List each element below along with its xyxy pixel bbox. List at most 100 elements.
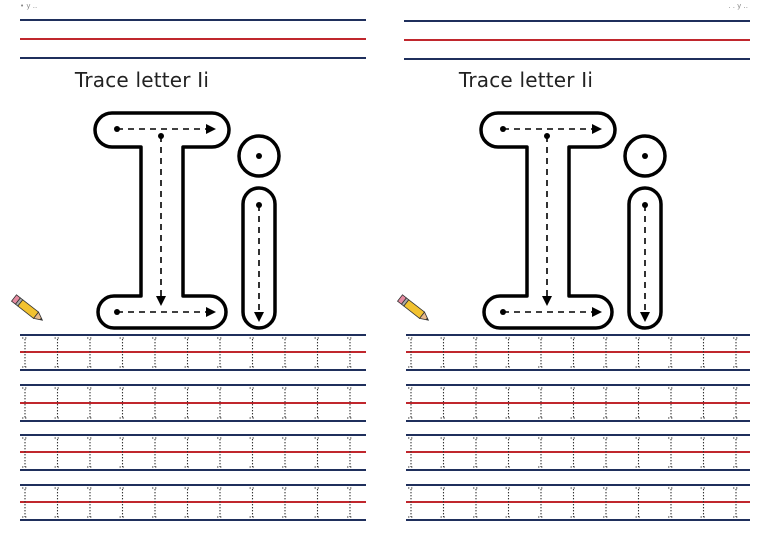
dotted-letter-i: [505, 437, 512, 468]
dotted-letter-i: [184, 437, 191, 468]
dotted-letter-i: [603, 437, 609, 468]
dotted-letter-i: [152, 487, 158, 518]
dotted-letter-i: [635, 487, 642, 518]
dotted-letter-i: [119, 437, 126, 468]
dotted-letter-i: [217, 487, 223, 518]
dotted-letter-i: [217, 337, 223, 368]
dotted-letter-i: [700, 437, 707, 468]
dotted-letter-i: [184, 487, 191, 518]
dotted-letter-i: [733, 387, 739, 419]
dotted-letter-i: [668, 487, 674, 518]
dotted-letter-i: [408, 337, 414, 368]
dotted-letter-i: [119, 387, 126, 419]
dotted-letter-i: [54, 337, 61, 368]
dotted-letter-i: [635, 387, 642, 419]
name-writing-lines: [20, 19, 366, 59]
dotted-letter-i: [473, 487, 479, 518]
worksheet-left: • y ..: [10, 2, 366, 521]
dotted-letter-i: [282, 337, 288, 368]
dotted-letter-i: [668, 437, 674, 468]
dotted-letter-i: [603, 387, 609, 419]
dotted-letter-i: [217, 387, 223, 419]
dotted-letter-i: [733, 487, 739, 518]
dotted-letter-guides: [22, 337, 353, 518]
dotted-letter-i: [440, 337, 447, 368]
dotted-letter-i: [347, 337, 353, 368]
dotted-letter-i: [22, 487, 28, 518]
dotted-letter-i: [22, 437, 28, 468]
dotted-letter-guides: [408, 337, 739, 518]
dotted-letter-i: [408, 487, 414, 518]
uppercase-i-trace-shape: [93, 111, 231, 330]
header-text: . . y ..: [728, 2, 748, 10]
dotted-letter-i: [314, 487, 321, 518]
name-writing-lines: [404, 20, 750, 60]
dotted-letter-i: [733, 437, 739, 468]
dotted-letter-i: [635, 337, 642, 368]
dotted-letter-i: [538, 337, 544, 368]
worksheet-art: [396, 20, 750, 521]
dotted-letter-i: [733, 337, 739, 368]
dotted-letter-i: [538, 487, 544, 518]
dotted-letter-i: [152, 387, 158, 419]
dotted-letter-i: [119, 337, 126, 368]
dotted-letter-i: [700, 387, 707, 419]
dotted-letter-i: [152, 337, 158, 368]
dotted-letter-i: [314, 337, 321, 368]
dotted-letter-i: [570, 487, 577, 518]
dotted-letter-i: [408, 437, 414, 468]
dotted-letter-i: [314, 437, 321, 468]
worksheet-right: . . y ..: [384, 0, 768, 543]
lowercase-i-trace-shape: [237, 134, 281, 330]
dotted-letter-i: [473, 387, 479, 419]
dotted-letter-i: [635, 437, 642, 468]
dotted-letter-i: [347, 487, 353, 518]
dotted-letter-i: [347, 437, 353, 468]
dotted-letter-i: [282, 387, 288, 419]
dotted-letter-i: [570, 437, 577, 468]
dotted-letter-i: [538, 437, 544, 468]
dotted-letter-i: [184, 337, 191, 368]
dotted-letter-i: [570, 387, 577, 419]
dotted-letter-i: [570, 337, 577, 368]
dotted-letter-i: [119, 487, 126, 518]
dotted-letter-i: [249, 387, 256, 419]
dotted-letter-i: [505, 487, 512, 518]
dotted-letter-i: [505, 337, 512, 368]
dotted-letter-i: [700, 487, 707, 518]
page-title: Trace letter Ii: [74, 68, 210, 92]
dotted-letter-i: [505, 387, 512, 419]
dotted-letter-i: [603, 337, 609, 368]
pencil-icon: [10, 294, 44, 321]
dotted-letter-i: [440, 437, 447, 468]
dotted-letter-i: [87, 437, 93, 468]
practice-lines: [20, 334, 366, 521]
dotted-letter-i: [282, 437, 288, 468]
lowercase-i-trace-shape: [623, 134, 667, 330]
dotted-letter-i: [668, 387, 674, 419]
dotted-letter-i: [217, 437, 223, 468]
dotted-letter-i: [408, 387, 414, 419]
dotted-letter-i: [184, 387, 191, 419]
dotted-letter-i: [347, 387, 353, 419]
dotted-letter-i: [152, 437, 158, 468]
dotted-letter-i: [54, 437, 61, 468]
pencil-icon: [396, 294, 430, 321]
dotted-letter-i: [473, 337, 479, 368]
dotted-letter-i: [87, 487, 93, 518]
dotted-letter-i: [473, 437, 479, 468]
uppercase-i-trace-shape: [479, 111, 617, 330]
dotted-letter-i: [700, 337, 707, 368]
dotted-letter-i: [440, 387, 447, 419]
dotted-letter-i: [314, 387, 321, 419]
dotted-letter-i: [440, 487, 447, 518]
worksheet-art: [10, 19, 366, 521]
header-text: • y ..: [20, 2, 38, 10]
dotted-letter-i: [22, 387, 28, 419]
practice-lines: [406, 334, 750, 521]
dotted-letter-i: [22, 337, 28, 368]
page-title: Trace letter Ii: [458, 68, 594, 92]
dotted-letter-i: [603, 487, 609, 518]
dotted-letter-i: [249, 337, 256, 368]
dotted-letter-i: [249, 487, 256, 518]
